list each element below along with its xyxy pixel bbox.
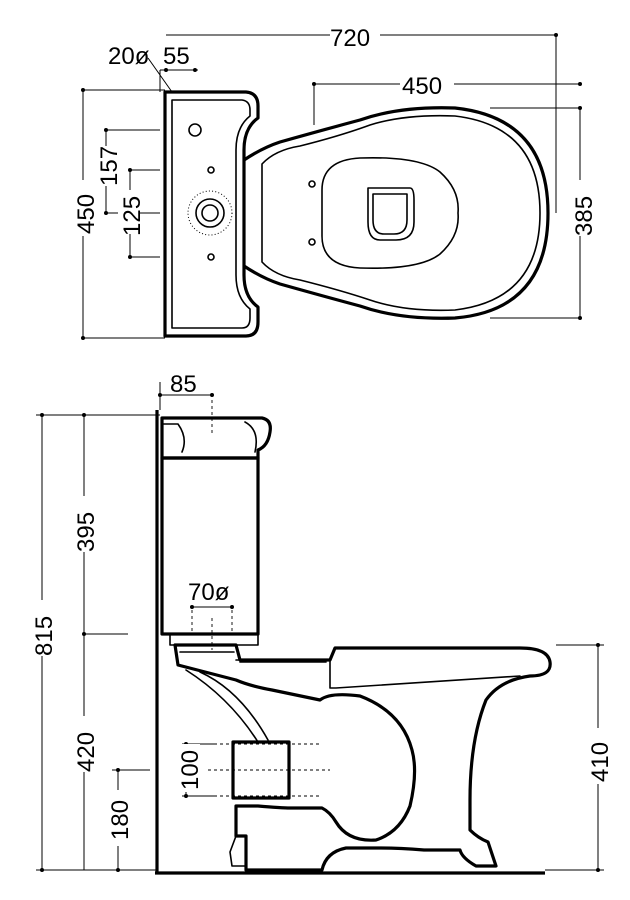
label-lid-offset: 85 [170, 371, 197, 398]
label-total-height: 815 [31, 616, 58, 656]
dim-dot [578, 82, 582, 86]
dim-dot [184, 794, 188, 798]
side-cistern-body [160, 456, 260, 636]
dim-dot [193, 68, 197, 72]
dim-dot [81, 88, 85, 92]
dim-dot [128, 255, 132, 259]
label-inlet-spacing: 125 [119, 196, 146, 236]
plan-small-hole-top [207, 166, 215, 174]
dim-dot [40, 868, 44, 872]
dim-dot [578, 106, 582, 110]
dim-dot [116, 868, 120, 872]
dim-dot [82, 413, 86, 417]
side-cistern-base [169, 633, 259, 646]
dim-dot [596, 868, 600, 872]
side-cistern-lid [160, 416, 272, 460]
plan-cistern-outline [163, 90, 260, 338]
plan-small-hole-bottom [207, 253, 215, 261]
label-outlet-diameter: 70ø [188, 579, 230, 606]
dim-dot [230, 605, 234, 609]
label-overall-length: 720 [330, 25, 370, 52]
side-lid-detail [161, 421, 258, 453]
side-seat-line [179, 651, 327, 663]
dim-dot [116, 768, 120, 772]
label-hole-diameter: 20ø [108, 43, 150, 70]
label-outlet-pipe: 100 [177, 750, 204, 790]
plan-cistern-inner [171, 99, 251, 329]
dim-dot [81, 336, 85, 340]
label-overall-width: 450 [73, 194, 100, 234]
plan-flush-valve-outer [195, 198, 225, 228]
label-outlet-height: 180 [107, 800, 134, 840]
plan-view: 720 450 385 450 20ø 55 [70, 20, 598, 340]
label-bowl-width: 385 [571, 196, 598, 236]
plan-seat-hole-bottom [308, 238, 316, 246]
label-hole-spacing: 157 [96, 146, 123, 186]
dim-dot [104, 211, 108, 215]
plan-trap-opening [367, 187, 415, 241]
label-rim-height: 410 [587, 742, 614, 782]
plan-flush-valve-inner [201, 204, 219, 222]
plan-flush-valve-dotted [187, 190, 233, 236]
plan-bowl-outline [243, 106, 550, 320]
dim-dot [578, 316, 582, 320]
dim-dot [164, 68, 168, 72]
plan-fixing-hole [188, 123, 202, 137]
plan-seat-hole-top [308, 180, 316, 188]
side-trap-line [185, 669, 269, 743]
label-cistern-height: 395 [73, 512, 100, 552]
dim-line-hole [147, 57, 173, 93]
label-hole-offset: 55 [163, 43, 190, 70]
side-foot-left [229, 835, 247, 867]
label-lower-height: 420 [73, 732, 100, 772]
dim-dot [128, 168, 132, 172]
side-bowl-body [173, 643, 552, 872]
dim-dot [104, 128, 108, 132]
plan-bowl-inner [321, 156, 459, 270]
dim-dot [190, 605, 194, 609]
side-view: 85 70ø 815 395 420 180 [28, 371, 614, 875]
dim-dot [40, 413, 44, 417]
plan-trap-inner [372, 193, 408, 235]
plan-bowl-rim [261, 114, 541, 312]
dim-dot [210, 393, 214, 397]
label-bowl-length: 450 [402, 73, 442, 100]
dim-dot [596, 643, 600, 647]
dim-dot [158, 393, 162, 397]
side-bowl-rim-line [235, 659, 521, 689]
